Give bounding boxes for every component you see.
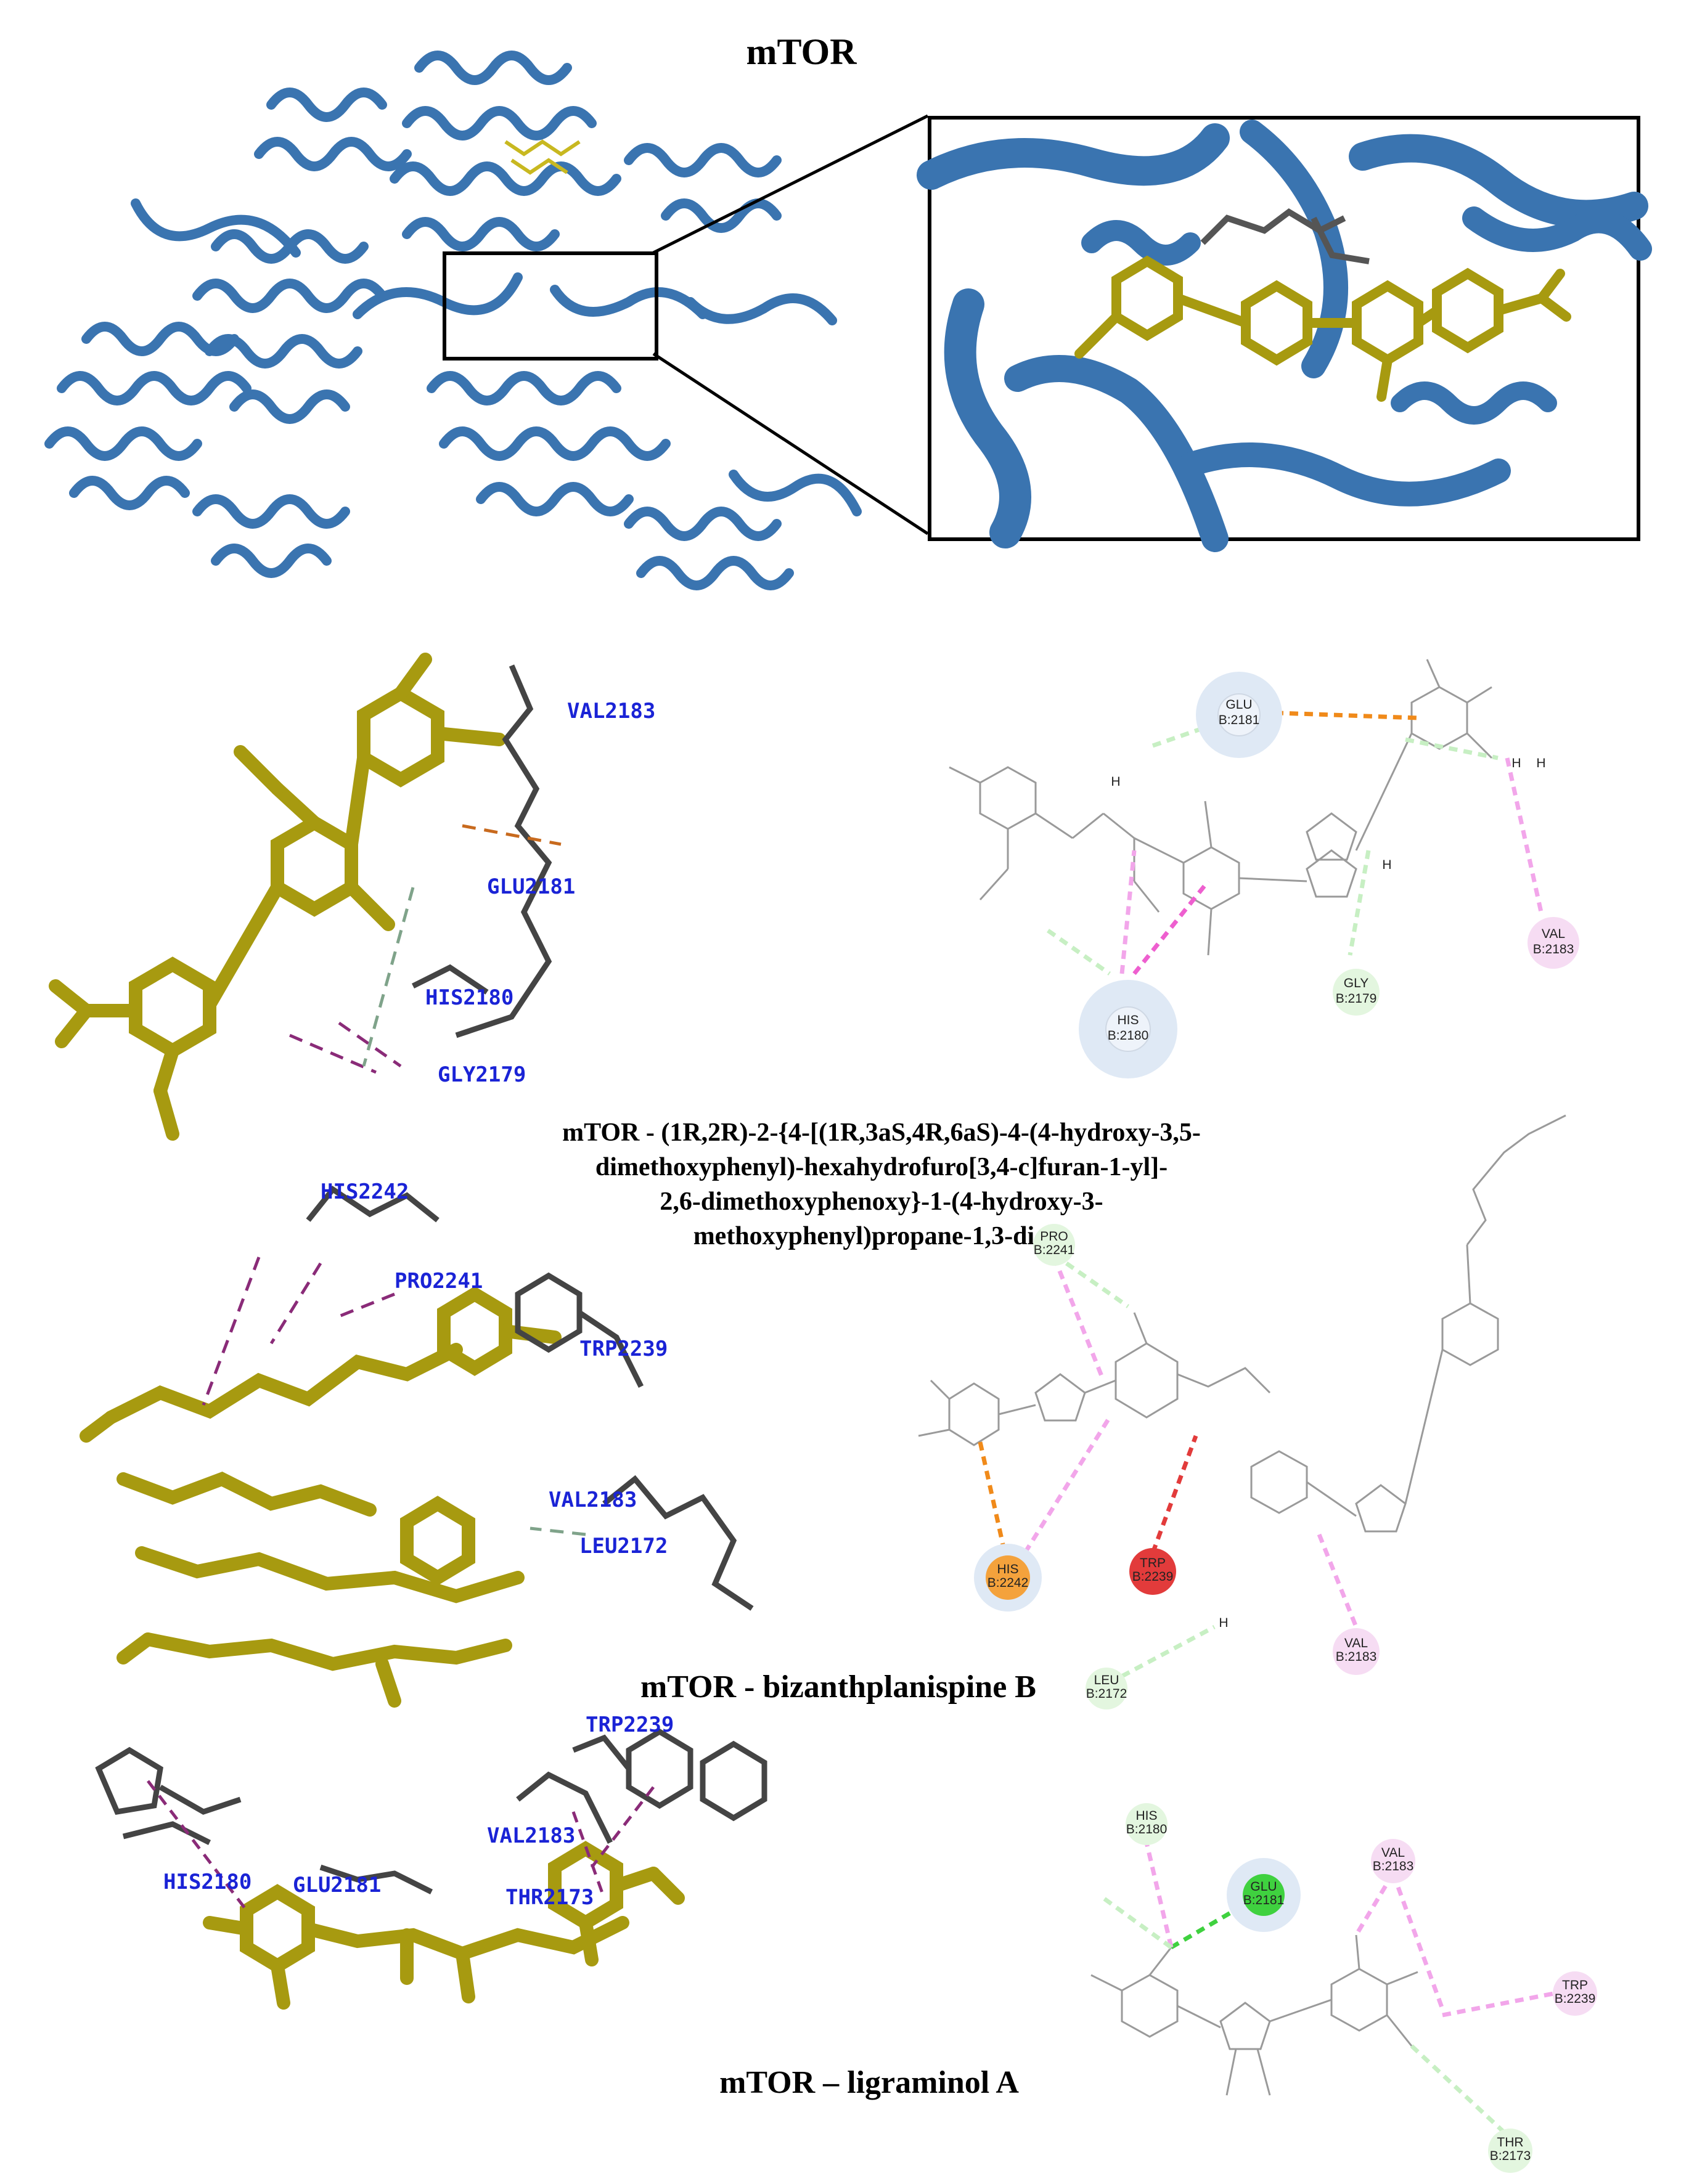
- complex2-residue-2-chain: B:2239: [1132, 1570, 1174, 1584]
- complex3-residue-0-chain: B:2180: [1126, 1822, 1168, 1836]
- complex3-residue-4-name: THR: [1497, 2135, 1523, 2149]
- complex2-residue-3-chain: B:2172: [1086, 1687, 1127, 1701]
- complex1-residue-2-name: GLY: [1344, 976, 1368, 990]
- zoom-connector-lines: [652, 114, 929, 536]
- complex3-3d-residue-3: GLU2181: [293, 1873, 381, 1897]
- complex2-3d-residue-1: PRO2241: [395, 1269, 483, 1294]
- complex1-caption: mTOR - (1R,2R)-2-{4-[(1R,3aS,4R,6aS)-4-(…: [468, 1115, 1294, 1253]
- complex3-residue-2-chain: B:2183: [1373, 1859, 1414, 1873]
- complex3-3d-residue-0: TRP2239: [586, 1713, 674, 1737]
- complex2-3d-residue-0: HIS2242: [321, 1180, 409, 1204]
- complex2-residue-4-name: VAL: [1344, 1636, 1368, 1650]
- complex3-residue-2-name: VAL: [1381, 1846, 1405, 1860]
- mtor-cartoon-structure: [44, 51, 862, 590]
- complex3-residue-3-name: TRP: [1562, 1978, 1588, 1992]
- complex2-residue-1-chain: B:2242: [988, 1576, 1029, 1590]
- complex3-2d-interaction-diagram: HIS B:2180 GLU B:2181 VAL B:2183 TRP B:2…: [1090, 1803, 1597, 2173]
- binding-site-zoom-inset: [917, 116, 1652, 552]
- complex2-residue-3-name: LEU: [1094, 1673, 1119, 1687]
- complex3-residue-3-chain: B:2239: [1555, 1992, 1596, 2006]
- complex3-residue-1-name: GLU: [1250, 1880, 1277, 1894]
- complex2-residue-0-name: PRO: [1040, 1229, 1068, 1244]
- complex1-residue-3-chain: B:2180: [1108, 1029, 1149, 1043]
- complex3-3d-view: TRP2239 VAL2183 HIS2180 GLU2181 THR2173: [95, 1713, 767, 2010]
- complex2-residue-2-name: TRP: [1140, 1556, 1166, 1570]
- complex3-3d-residue-1: VAL2183: [487, 1823, 575, 1848]
- binding-site-box: [443, 251, 658, 361]
- complex1-caption-line-2: dimethoxyphenyl)-hexahydrofuro[3,4-c]fur…: [595, 1153, 1168, 1181]
- complex1-3d-view: VAL2183 GLU2181 HIS2180 GLY2179: [49, 653, 655, 1141]
- complex1-caption-line-3: 2,6-dimethoxyphenoxy}-1-(4-hydroxy-3-: [660, 1188, 1103, 1216]
- complex2-residue-4-chain: B:2183: [1336, 1650, 1377, 1664]
- complex1-residue-0-name: GLU: [1225, 698, 1252, 712]
- complex3-3d-residue-2: HIS2180: [163, 1870, 252, 1894]
- complex2-3d-residue-4: LEU2172: [579, 1534, 668, 1559]
- complex1-caption-line-1: mTOR - (1R,2R)-2-{4-[(1R,3aS,4R,6aS)-4-(…: [562, 1118, 1201, 1147]
- complex1-caption-line-4: methoxyphenyl)propane-1,3-diol -: [693, 1222, 1070, 1250]
- complex2-caption: mTOR - bizanthplanispine B: [640, 1669, 1036, 1705]
- complex3-3d-residue-4: THR2173: [505, 1885, 594, 1910]
- complex1-residue-1-name: VAL: [1542, 927, 1565, 941]
- complex2-residue-0-chain: B:2241: [1034, 1243, 1075, 1257]
- complex2-3d-view: HIS2242 PRO2241 TRP2239 VAL2183 LEU2172: [80, 1180, 754, 1708]
- complex1-3d-residue-2: HIS2180: [425, 985, 513, 1010]
- complex1-3d-residue-0: VAL2183: [567, 699, 655, 723]
- complex1-atom-h-0: H: [1111, 775, 1120, 789]
- complex1-3d-residue-1: GLU2181: [487, 874, 575, 899]
- protein-title: mTOR: [746, 31, 857, 72]
- complex2-atom-h-0: H: [1219, 1616, 1228, 1630]
- complex1-residue-2-chain: B:2179: [1336, 992, 1377, 1006]
- complex3-residue-4-chain: B:2173: [1490, 2149, 1531, 2163]
- complex1-2d-interaction-diagram: H H H H GLU B:2181 VAL B:2183 GLY B:2179…: [949, 659, 1579, 1078]
- complex2-3d-residue-2: TRP2239: [579, 1337, 668, 1361]
- complex3-caption: mTOR – ligraminol A: [719, 2065, 1019, 2100]
- complex1-residue-3-name: HIS: [1117, 1013, 1139, 1027]
- complex1-atom-h-3: H: [1382, 858, 1391, 872]
- complex3-residue-0-name: HIS: [1135, 1809, 1157, 1823]
- complex2-residue-1-name: HIS: [997, 1562, 1018, 1576]
- complex2-3d-residue-3: VAL2183: [549, 1488, 637, 1512]
- complex1-atom-h-1: H: [1511, 756, 1521, 770]
- complex1-residue-0-chain: B:2181: [1219, 713, 1260, 727]
- complex3-residue-1-chain: B:2181: [1243, 1893, 1285, 1907]
- complex2-2d-interaction-diagram: H PRO B:2241 HIS B:2242 TRP B:2239 LEU B…: [918, 1114, 1566, 1709]
- complex1-3d-residue-3: GLY2179: [438, 1062, 526, 1087]
- complex1-residue-1-chain: B:2183: [1533, 942, 1574, 956]
- complex1-atom-h-2: H: [1536, 756, 1545, 770]
